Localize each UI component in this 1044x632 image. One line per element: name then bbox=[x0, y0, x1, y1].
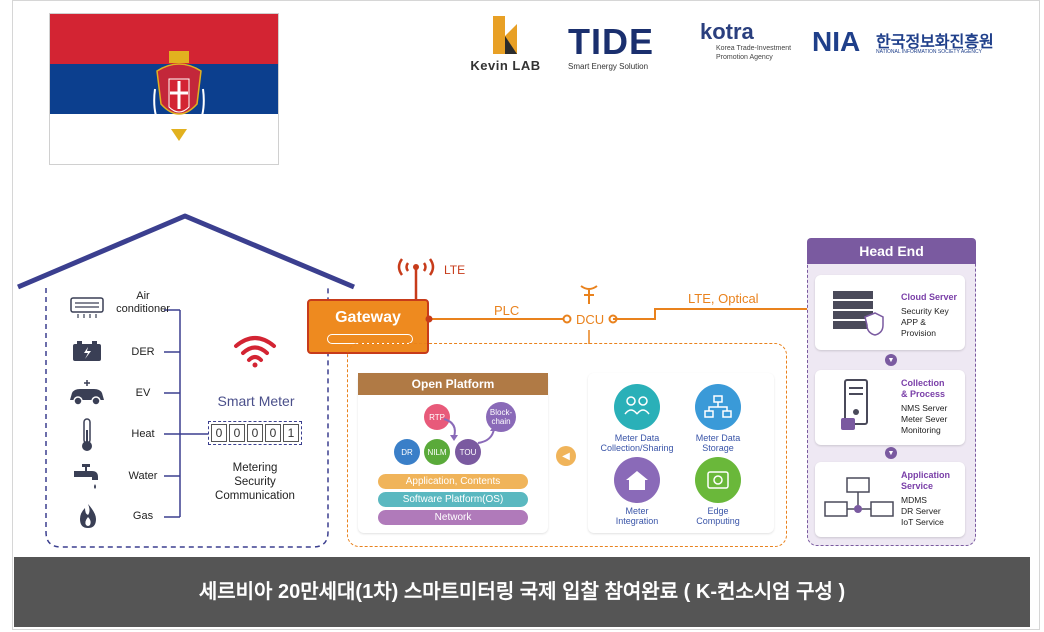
collection-sharing-icon bbox=[614, 384, 660, 430]
card-title: & Process bbox=[901, 389, 946, 399]
lte-label: LTE bbox=[444, 263, 466, 277]
device-label-water: Water bbox=[128, 470, 158, 482]
card-line: Security Key bbox=[901, 306, 949, 316]
pc-tower-icon bbox=[841, 379, 868, 430]
node-tou: TOU bbox=[455, 439, 481, 465]
network-icon bbox=[824, 477, 894, 517]
collection-process-card: Collection & Process NMS Server Meter Se… bbox=[815, 370, 965, 445]
nia-korean: 한국정보화진흥원 bbox=[876, 34, 994, 51]
head-end-title: Head End bbox=[807, 238, 976, 264]
kotra-sub2: Promotion Agency bbox=[716, 54, 773, 61]
serbia-flag bbox=[49, 13, 279, 165]
card-line: Monitoring bbox=[901, 425, 941, 435]
node-nilm: NILM bbox=[424, 439, 450, 465]
faucet-icon bbox=[74, 464, 98, 489]
edge-computing-icon bbox=[695, 457, 741, 503]
card-title: Cloud Server bbox=[901, 292, 958, 302]
layer-application: Application, Contents bbox=[378, 474, 528, 489]
device-label-heat: Heat bbox=[131, 428, 155, 440]
kotra-sub1: Korea Trade-Investment bbox=[716, 45, 792, 52]
node-rtp: RTP bbox=[424, 404, 450, 430]
device-label-der: DER bbox=[131, 346, 155, 358]
layer-network: Network bbox=[378, 510, 528, 525]
meter-display: 0 0 0 0 1 bbox=[208, 421, 302, 445]
kevinlab-text: Kevin LAB bbox=[470, 58, 541, 73]
nia-text: NIA bbox=[812, 26, 861, 57]
thermometer-icon bbox=[82, 418, 92, 451]
integration-icon bbox=[614, 457, 660, 503]
application-service-card: Application Service MDMS DR Server IoT S… bbox=[815, 462, 965, 537]
battery-icon bbox=[73, 341, 101, 361]
meter-digit: 0 bbox=[247, 424, 263, 442]
wifi-icon bbox=[234, 336, 276, 368]
layer-software: Software Platform(OS) bbox=[378, 492, 528, 507]
connection-lines bbox=[425, 285, 835, 344]
node-blockchain: Block-chain bbox=[486, 402, 516, 432]
card-title: Collection bbox=[901, 378, 945, 388]
kotra-logo: kotra Korea Trade-Investment Promotion A… bbox=[700, 20, 810, 62]
kotra-text: kotra bbox=[700, 19, 754, 44]
card-line: Meter Sever bbox=[901, 414, 948, 424]
left-arrow-icon: ◀ bbox=[556, 446, 576, 466]
meter-digit: 0 bbox=[265, 424, 281, 442]
smart-meter-description: Metering Security Communication bbox=[215, 462, 295, 502]
card-title: Service bbox=[901, 481, 934, 491]
antenna-icon bbox=[397, 258, 435, 300]
coat-of-arms-icon bbox=[153, 51, 205, 141]
gateway-label: Gateway bbox=[335, 309, 401, 326]
plc-label: PLC bbox=[494, 303, 520, 318]
card-line: MDMS bbox=[901, 495, 927, 505]
card-line: APP & bbox=[901, 317, 926, 327]
node-dr: DR bbox=[394, 439, 420, 465]
cloud-server-card: Cloud Server Security Key APP & Provisio… bbox=[815, 275, 965, 350]
chevron-down-icon: ▼ bbox=[885, 447, 897, 459]
tide-text: TIDE bbox=[568, 21, 655, 62]
tide-subtitle: Smart Energy Solution bbox=[568, 62, 649, 71]
open-platform-title: Open Platform bbox=[358, 373, 548, 395]
meter-digit: 0 bbox=[229, 424, 245, 442]
smart-meter-title: Smart Meter bbox=[217, 393, 295, 409]
device-label-ev: EV bbox=[135, 387, 151, 399]
storage-icon bbox=[695, 384, 741, 430]
kevinlab-logo: Kevin LAB bbox=[463, 14, 548, 78]
dcu-label: DCU bbox=[576, 312, 605, 327]
lte-optical-label: LTE, Optical bbox=[688, 291, 759, 306]
card-line: Provision bbox=[901, 328, 936, 338]
chevron-down-icon: ▼ bbox=[885, 354, 897, 366]
flow-arrows bbox=[443, 418, 498, 444]
card-line: IoT Service bbox=[901, 517, 944, 527]
meter-digit: 0 bbox=[211, 424, 227, 442]
device-label-gas: Gas bbox=[132, 510, 154, 522]
tide-logo: TIDE Smart Energy Solution bbox=[568, 21, 668, 72]
banner-text: 세르비아 20만세대(1차) 스마트미터링 국제 입찰 참여완료 ( K-컨소시… bbox=[198, 581, 846, 603]
banner bbox=[14, 557, 1030, 627]
open-platform-panel bbox=[358, 373, 548, 533]
car-icon bbox=[70, 380, 104, 406]
nia-subtitle: NATIONAL INFORMATION SOCIETY AGENCY bbox=[876, 49, 982, 55]
card-line: DR Server bbox=[901, 506, 941, 516]
page-frame bbox=[12, 0, 1040, 630]
card-title: Application bbox=[901, 470, 950, 480]
card-line: NMS Server bbox=[901, 403, 948, 413]
platform-container bbox=[347, 343, 787, 547]
flame-icon bbox=[80, 504, 96, 528]
house-outline bbox=[17, 213, 355, 548]
meter-digit: 1 bbox=[283, 424, 299, 442]
gateway-box: Gateway bbox=[307, 299, 429, 354]
air-conditioner-icon bbox=[70, 297, 104, 318]
server-icon bbox=[833, 291, 884, 336]
